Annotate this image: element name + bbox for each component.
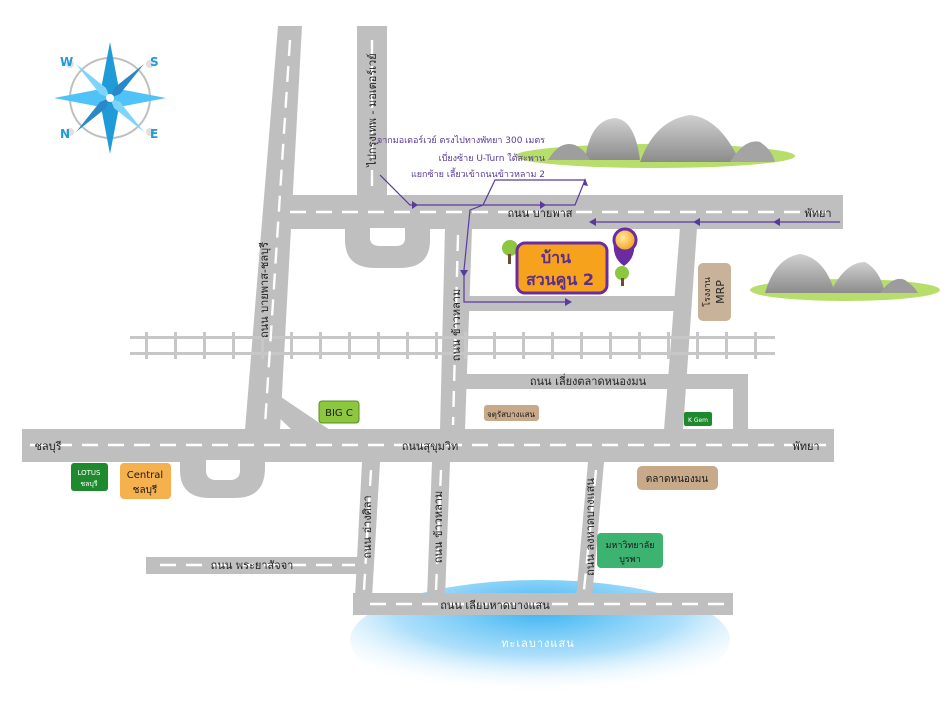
- railway-tie: [174, 332, 177, 359]
- nong-mon-market-label: ตลาดหนองมน: [646, 474, 709, 485]
- compass-e-label: E: [150, 127, 158, 141]
- motorway-road-label: ไปกรุงเทพ - มอเตอร์เวย์: [366, 53, 379, 167]
- mrp-line-2: MRP: [714, 280, 727, 304]
- mountain-illustration-1: [515, 115, 795, 168]
- railway-tie: [725, 332, 728, 359]
- bigc-label: BIG C: [325, 408, 353, 419]
- project-marker[interactable]: บ้าน สวนคูน 2: [502, 227, 638, 295]
- bigc-poi[interactable]: BIG C: [318, 400, 360, 424]
- khao-lam-south-road-label: ถนน ข้าวหลาม: [432, 491, 445, 564]
- long-hat-bangsaen-road-label: ถนน ลงหาดบางแสน: [584, 478, 597, 576]
- phraya-sajja-road-label: ถนน พระยาสัจจา: [211, 559, 294, 572]
- railway-tie: [145, 332, 148, 359]
- railway-tie: [464, 332, 467, 359]
- liab-hat-bangsaen-road-label: ถนน เลียบหาดบางแสน: [440, 599, 550, 612]
- railway-tie: [551, 332, 554, 359]
- ang-sila-road-label: ถนน อ่างศิลา: [361, 495, 374, 558]
- railway-track: [145, 332, 757, 359]
- railway-tie: [406, 332, 409, 359]
- nong-mon-market-poi[interactable]: ตลาดหนองมน: [637, 466, 718, 490]
- burapha-line-2: บูรพา: [619, 555, 641, 565]
- road-network: [22, 26, 843, 615]
- railway-tie: [609, 332, 612, 359]
- railway-tie: [522, 332, 525, 359]
- railway-tie: [638, 332, 641, 359]
- railway-tie: [696, 332, 699, 359]
- khao-lam-north-road-label: ถนน ข้าวหลาม: [450, 289, 463, 362]
- bypass-chonburi-road-label: ถนน บายพาส-ชลบุรี: [258, 242, 271, 338]
- mountain-illustration-2: [750, 254, 940, 301]
- burapha-line-1: มหาวิทยาลัย: [605, 540, 654, 551]
- railway-tie: [435, 332, 438, 359]
- burapha-university-poi[interactable]: มหาวิทยาลัย บูรพา: [597, 533, 663, 568]
- central-line-2: ชลบุรี: [133, 484, 158, 496]
- chonburi-label: ชลบุรี: [34, 440, 61, 453]
- lotus-line-1: LOTUS: [77, 469, 101, 477]
- lotus-poi[interactable]: LOTUS ชลบุรี: [71, 463, 108, 491]
- pattaya-mid-label: พัทยา: [792, 440, 819, 453]
- lotus-line-2: ชลบุรี: [80, 480, 97, 488]
- railway-tie: [348, 332, 351, 359]
- sukhumvit-road-label: ถนนสุขุมวิท: [402, 440, 459, 453]
- railway-tie: [261, 332, 264, 359]
- jutarat-label: จตุรัสบางแสน: [487, 410, 536, 419]
- project-name-line-1: บ้าน: [541, 248, 571, 267]
- pattaya-top-label: พัทยา: [804, 207, 831, 220]
- central-line-1: Central: [127, 470, 163, 481]
- route-arrows: [379, 174, 840, 306]
- talat-nong-mon-road-label: ถนน เลี่ยงตลาดหนองมน: [530, 373, 647, 388]
- railway-tie: [290, 332, 293, 359]
- directions-note: จากมอเตอร์เวย์ ตรงไปทางพัทยา 300 เมตร เบ…: [377, 134, 545, 180]
- railway-tie: [377, 332, 380, 359]
- kgem-label: K Gem: [688, 417, 708, 424]
- bypass-road-label: ถนน บายพาส: [508, 207, 573, 220]
- directions-line-2: เบี่ยงซ้าย U-Turn ใต้สะพาน: [439, 151, 545, 164]
- mrp-factory-label[interactable]: โรงงาน MRP: [698, 263, 731, 321]
- railway-tie: [754, 332, 757, 359]
- jutarat-poi[interactable]: จตุรัสบางแสน: [484, 405, 539, 421]
- railway-tie: [580, 332, 583, 359]
- directions-line-3: แยกซ้าย เลี้ยวเข้าถนนข้าวหลาม 2: [411, 167, 545, 180]
- mrp-line-1: โรงงาน: [702, 277, 713, 307]
- central-poi[interactable]: Central ชลบุรี: [120, 463, 171, 499]
- compass-n-label: N: [60, 127, 70, 141]
- project-name-line-2: สวนคูน 2: [526, 270, 594, 291]
- location-pin-icon: [612, 227, 638, 253]
- railway-tie: [667, 332, 670, 359]
- railway-tie: [203, 332, 206, 359]
- compass-rose-icon: W S N E: [54, 42, 166, 154]
- directions-line-1: จากมอเตอร์เวย์ ตรงไปทางพัทยา 300 เมตร: [377, 134, 545, 146]
- railway-tie: [319, 332, 322, 359]
- railway-tie: [493, 332, 496, 359]
- kgem-poi[interactable]: K Gem: [684, 412, 712, 426]
- beach-label: ทะเลบางแสน: [501, 637, 575, 650]
- compass-w-label: W: [60, 55, 73, 69]
- railway-tie: [232, 332, 235, 359]
- compass-s-label: S: [150, 55, 159, 69]
